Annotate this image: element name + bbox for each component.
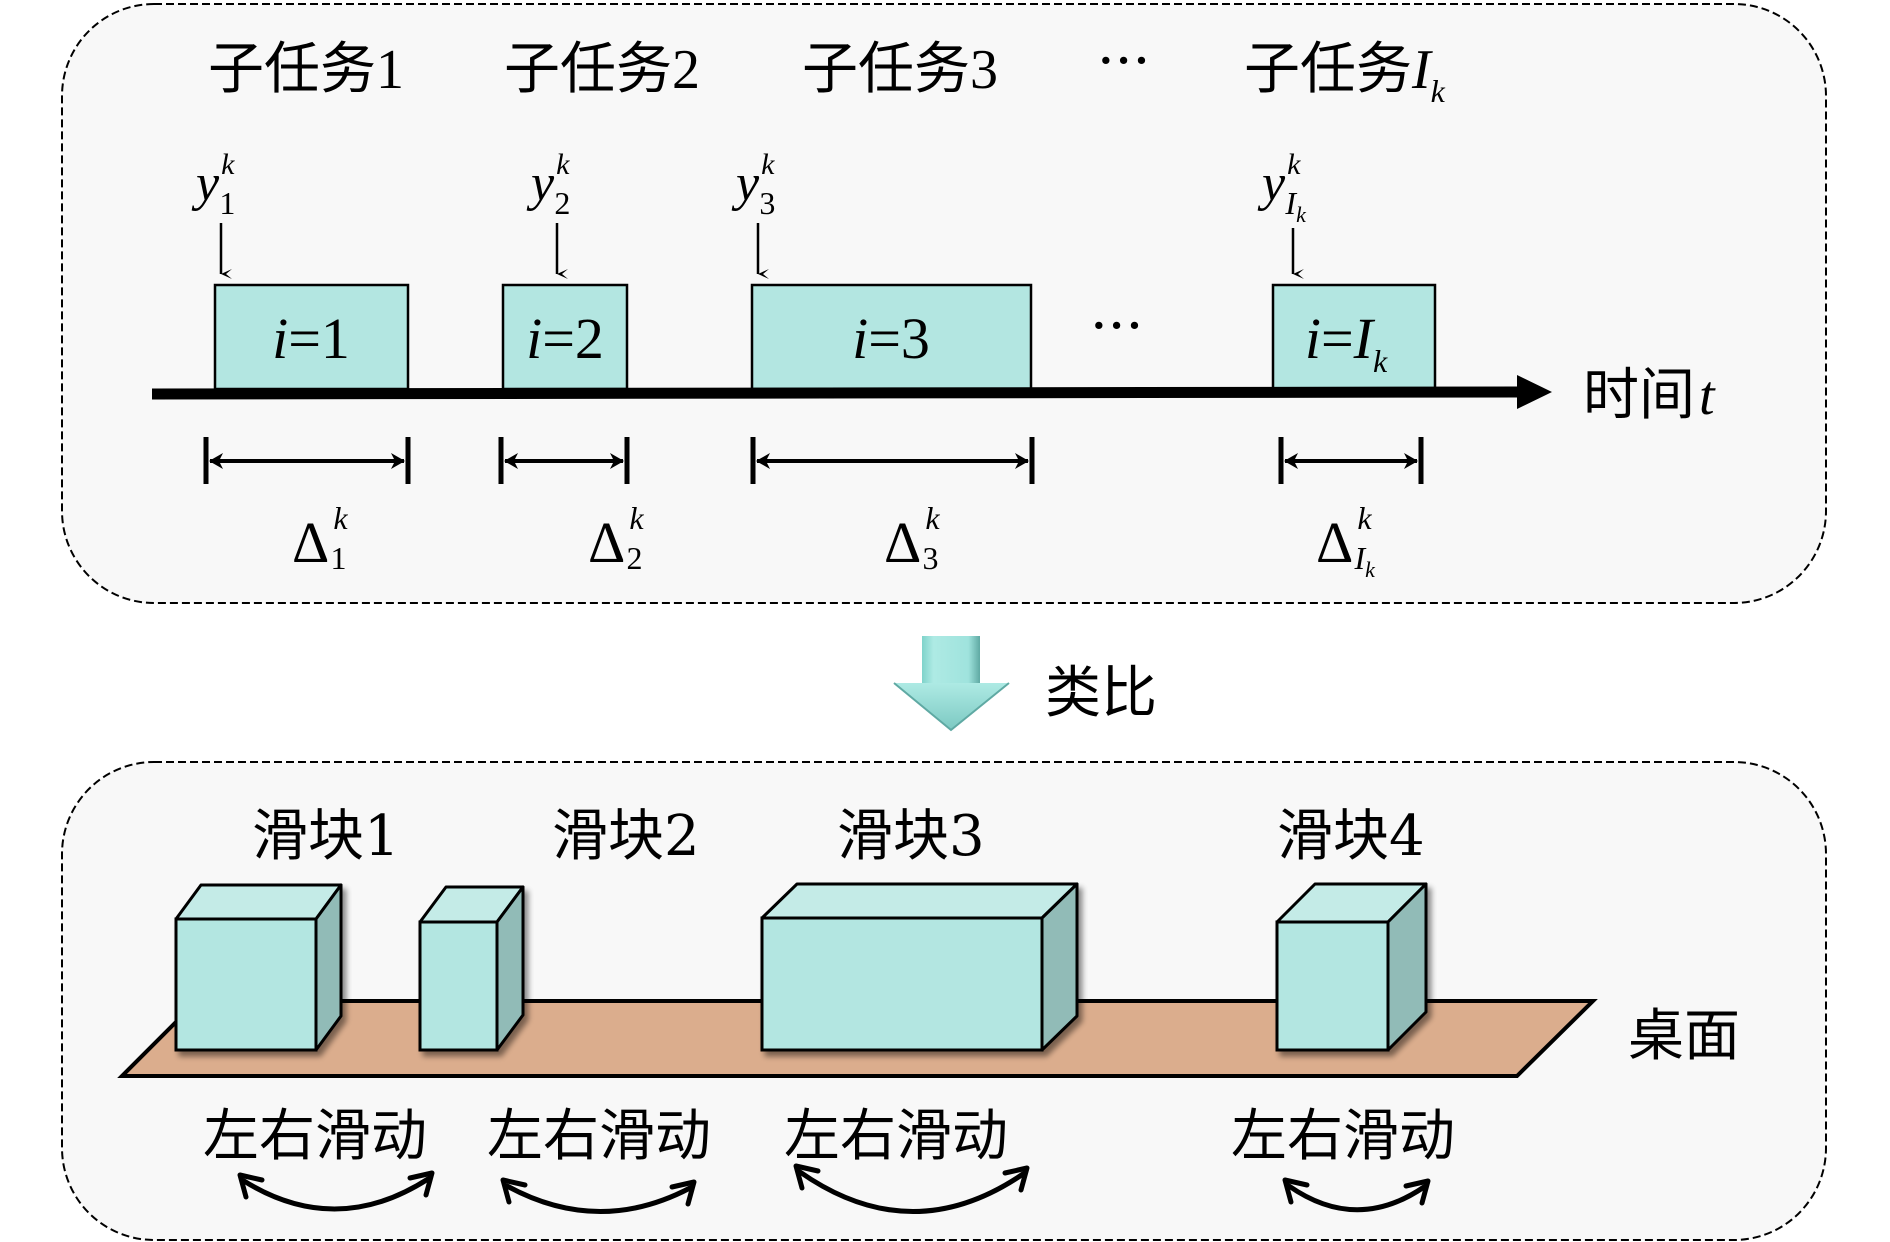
svg-text:i=Ik: i=Ik <box>1305 306 1388 379</box>
slider-analogy-panel: 滑块1 滑块2 滑块3 滑块4 桌面 左右滑动 左右滑动 左右滑动 左右滑动 <box>61 761 1827 1241</box>
arrow-right-icon <box>1404 453 1418 469</box>
subtask-label-ik: 子任务Ik <box>1244 37 1446 109</box>
arrow-left-icon <box>504 453 518 469</box>
slider-label-2: 滑块2 <box>552 804 700 869</box>
slider-cubes <box>174 882 1428 1052</box>
arrow-right-icon <box>391 453 405 469</box>
svg-text:i=1: i=1 <box>272 306 350 371</box>
slider-cube-2 <box>418 885 525 1052</box>
task-box-2: i=2 <box>501 283 629 391</box>
header-ellipsis: ··· <box>1097 29 1150 94</box>
subtask-label-3: 子任务3 <box>802 37 998 102</box>
box-ellipsis: ··· <box>1090 294 1143 359</box>
table-label: 桌面 <box>1628 1004 1740 1069</box>
slider-label-1: 滑块1 <box>252 804 400 869</box>
time-axis: 时间t <box>151 363 1716 428</box>
arrow-right-icon <box>1015 453 1029 469</box>
arrow-left-icon <box>756 453 770 469</box>
slider-label-4: 滑块4 <box>1277 804 1425 869</box>
analogy-indicator: 类比 <box>893 636 1157 732</box>
duration-span-4 <box>1278 437 1424 484</box>
subtask-label-1: 子任务1 <box>208 37 404 102</box>
slider-cube-1 <box>174 883 343 1052</box>
bidirectional-arrows <box>237 1163 1431 1214</box>
time-axis-label: 时间t <box>1583 363 1716 428</box>
duration-span-2 <box>498 437 630 484</box>
svg-text:i=2: i=2 <box>526 306 604 371</box>
swing-arrow-3-icon <box>793 1163 1030 1214</box>
axis-arrowhead-icon <box>1517 375 1552 409</box>
slider-label-3: 滑块3 <box>837 804 985 869</box>
swing-arrow-1-icon <box>237 1170 435 1212</box>
svg-text:yk1: yk1 <box>191 148 235 221</box>
down-arrow-icon <box>893 636 1010 732</box>
duration-spans <box>203 437 1424 484</box>
task-box-3: i=3 <box>750 283 1033 391</box>
duration-span-1 <box>203 437 411 484</box>
duration-span-3 <box>750 437 1035 484</box>
swing-arrow-4-icon <box>1282 1177 1431 1213</box>
svg-text:yk3: yk3 <box>731 148 775 221</box>
subtask-label-2: 子任务2 <box>504 37 700 102</box>
arrow-right-icon <box>610 453 624 469</box>
svg-text:yk2: yk2 <box>526 148 570 221</box>
analogy-label: 类比 <box>1045 661 1157 726</box>
arrow-left-icon <box>1284 453 1298 469</box>
task-box-1: i=1 <box>213 283 410 391</box>
motion-label-4: 左右滑动 <box>1231 1104 1455 1169</box>
motion-label-1: 左右滑动 <box>203 1104 427 1169</box>
svg-text:i=3: i=3 <box>852 306 930 371</box>
swing-arrow-2-icon <box>500 1177 697 1214</box>
motion-label-3: 左右滑动 <box>784 1104 1008 1169</box>
slider-cube-3 <box>760 882 1079 1052</box>
arrow-left-icon <box>209 453 223 469</box>
slider-cube-4 <box>1275 882 1428 1052</box>
motion-label-2: 左右滑动 <box>487 1104 711 1169</box>
task-box-ik: i=Ik <box>1271 283 1437 391</box>
